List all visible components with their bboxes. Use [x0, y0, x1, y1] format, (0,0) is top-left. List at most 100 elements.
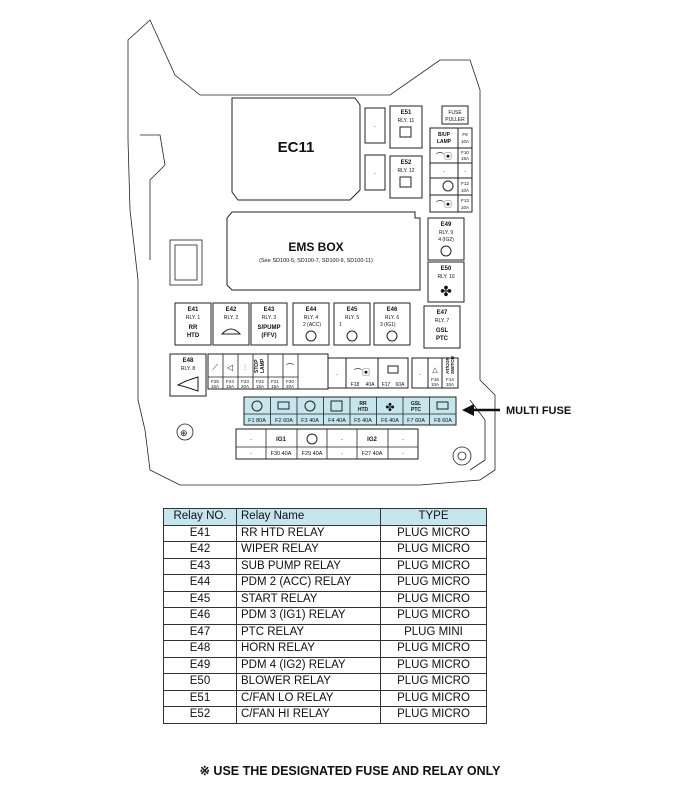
header-type: TYPE [380, 508, 487, 526]
svg-text:F12: F12 [461, 181, 469, 186]
svg-text:RLY. 9: RLY. 9 [439, 230, 453, 236]
svg-text:F2 60A: F2 60A [275, 418, 293, 424]
relay-e46: E46 RLY. 6 3 (IG1) [373, 302, 411, 346]
svg-text:-: - [464, 169, 466, 175]
relay-e49: E49 RLY. 9 4 (IG2) [427, 217, 465, 261]
svg-text:RR: RR [189, 325, 198, 331]
multi-fuse-label: MULTI FUSE [506, 405, 571, 417]
svg-text:B/UP: B/UP [438, 132, 451, 138]
cell-relay-name: WIPER RELAY [236, 541, 381, 559]
svg-text:FUSE: FUSE [448, 110, 462, 116]
svg-text:RLY. 12: RLY. 12 [397, 168, 414, 174]
bottom-fuse-strip: - - IG1 F30 40A F29 40A - - IG2 F27 40A … [235, 428, 419, 460]
svg-text:SWITCH: SWITCH [450, 356, 455, 374]
fan-relay-icon [399, 176, 412, 188]
cell-type: PLUG MICRO [380, 557, 487, 575]
cell-relay-no: E48 [163, 640, 237, 658]
relay-e45: E45 RLY. 5 1 [333, 302, 371, 346]
svg-text:E51: E51 [401, 110, 412, 116]
cell-relay-no: E41 [163, 524, 237, 542]
svg-text:(FFV): (FFV) [261, 333, 276, 339]
svg-text:RLY. 4: RLY. 4 [304, 315, 318, 321]
svg-text:-: - [402, 437, 404, 443]
ignition-icon [440, 245, 452, 257]
cell-type: PLUG MICRO [380, 706, 487, 724]
small-fuse-row: F25 15A F24 15A F23 20A F22 15A F21 15A … [207, 353, 329, 390]
svg-text:20A: 20A [241, 384, 249, 389]
cell-relay-name: SUB PUMP RELAY [236, 557, 381, 575]
relay-e41: E41 RLY. 1 RR HTD [174, 302, 212, 346]
wiper-icon [220, 328, 242, 335]
svg-text:F18: F18 [351, 382, 360, 388]
cell-type: PLUG MINI [380, 623, 487, 641]
cell-type: PLUG MICRO [380, 673, 487, 691]
svg-text:F21: F21 [271, 379, 279, 384]
svg-text:E43: E43 [264, 307, 275, 313]
abs-icon [442, 180, 454, 192]
horn-icon [176, 376, 199, 392]
relay-e43: E43 RLY. 3 S/PUMP (FFV) [250, 302, 288, 346]
svg-text:IG2: IG2 [367, 437, 377, 443]
svg-text:E42: E42 [226, 307, 237, 313]
cell-relay-no: E45 [163, 590, 237, 608]
svg-text:F13: F13 [461, 198, 469, 203]
abs-icon [304, 400, 316, 412]
svg-text:E48: E48 [183, 358, 194, 364]
ems-box [226, 211, 421, 291]
designated-fuse-note: ※ USE THE DESIGNATED FUSE AND RELAY ONLY [199, 764, 501, 778]
battery-icon [436, 401, 449, 410]
svg-text:E52: E52 [401, 160, 412, 166]
cell-relay-name: PDM 3 (IG1) RELAY [236, 607, 381, 625]
svg-text:E41: E41 [188, 307, 199, 313]
svg-text:F5 40A: F5 40A [354, 418, 372, 424]
svg-text:E49: E49 [441, 222, 452, 228]
cell-relay-name: C/FAN LO RELAY [236, 689, 381, 707]
fan-relay-icon [399, 126, 412, 138]
cell-type: PLUG MICRO [380, 689, 487, 707]
svg-text:PULLER: PULLER [445, 117, 465, 123]
svg-text:HTD: HTD [187, 333, 200, 339]
cell-relay-name: START RELAY [236, 590, 381, 608]
svg-text:GSL: GSL [411, 401, 421, 407]
wiper-icon: ⌒▣ [436, 200, 452, 209]
svg-text:10A: 10A [431, 382, 439, 387]
svg-text:20A: 20A [286, 384, 294, 389]
svg-text:-: - [341, 451, 343, 457]
cell-type: PLUG MICRO [380, 524, 487, 542]
svg-text:RLY. 5: RLY. 5 [345, 315, 359, 321]
cell-relay-name: C/FAN HI RELAY [236, 706, 381, 724]
blower-icon: ✤ [385, 402, 394, 414]
svg-text:RR: RR [359, 401, 367, 407]
wiper-icon: ⌒ [286, 363, 294, 372]
svg-text:-: - [402, 451, 404, 457]
svg-text:F8 60A: F8 60A [434, 418, 452, 424]
svg-text:RLY. 10: RLY. 10 [437, 274, 454, 280]
cell-relay-no: E49 [163, 656, 237, 674]
relay-e50: E50 RLY. 10 ✤ [427, 261, 465, 303]
svg-text:LAMP: LAMP [260, 358, 266, 373]
cell-relay-no: E46 [163, 607, 237, 625]
svg-text:-: - [336, 372, 338, 378]
svg-text:S/PUMP: S/PUMP [257, 325, 280, 331]
fan-relay-icon [330, 400, 343, 412]
svg-text:RLY. 8: RLY. 8 [181, 366, 195, 372]
wiper-icon: ⌒▣ [436, 152, 452, 161]
svg-text:F16: F16 [431, 377, 439, 382]
svg-text:-: - [374, 124, 376, 130]
svg-text:2 (ACC): 2 (ACC) [303, 322, 321, 328]
blower-icon: ✤ [440, 283, 452, 299]
wiper-icon: ⟋ [212, 363, 218, 372]
svg-text:E47: E47 [437, 310, 448, 316]
ems-box-label: EMS BOX [288, 240, 343, 254]
svg-text:F7 60A: F7 60A [407, 418, 425, 424]
cell-type: PLUG MICRO [380, 574, 487, 592]
svg-text:F29 40A: F29 40A [302, 451, 323, 457]
svg-text:F1 80A: F1 80A [248, 418, 266, 424]
svg-text:15A: 15A [271, 384, 279, 389]
